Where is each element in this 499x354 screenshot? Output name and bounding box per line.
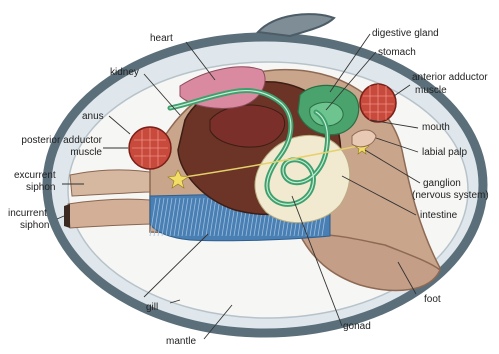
- label-labial-palp: labial palp: [422, 147, 467, 158]
- label-excurrent-line2: siphon: [26, 182, 55, 193]
- shell-hinge: [258, 14, 334, 36]
- label-stomach: stomach: [378, 47, 416, 58]
- label-gill: gill: [146, 302, 158, 313]
- label-kidney: kidney: [110, 67, 139, 78]
- kidney: [210, 105, 285, 147]
- label-posterior-adductor-line1: posterior adductor: [2, 135, 102, 146]
- label-intestine: intestine: [420, 210, 457, 221]
- label-anterior-adductor-line1: anterior adductor: [412, 72, 488, 83]
- label-gonad: gonad: [343, 321, 371, 332]
- incurrent-siphon-opening: [64, 204, 70, 228]
- label-ganglion-line2: (nervous system): [412, 190, 489, 201]
- label-digestive-gland: digestive gland: [372, 28, 439, 39]
- incurrent-siphon: [68, 199, 150, 228]
- label-incurrent-line1: incurrent: [8, 208, 47, 219]
- label-mouth: mouth: [422, 122, 450, 133]
- label-anus: anus: [82, 111, 104, 122]
- label-ganglion-line1: ganglion: [423, 178, 461, 189]
- label-posterior-adductor-line2: muscle: [2, 147, 102, 158]
- label-anterior-adductor-line2: muscle: [415, 85, 447, 96]
- label-mantle: mantle: [166, 336, 196, 347]
- excurrent-siphon: [70, 170, 150, 196]
- label-heart: heart: [150, 33, 173, 44]
- label-foot: foot: [424, 294, 441, 305]
- label-incurrent-line2: siphon: [20, 220, 49, 231]
- label-excurrent-line1: excurrent: [14, 170, 56, 181]
